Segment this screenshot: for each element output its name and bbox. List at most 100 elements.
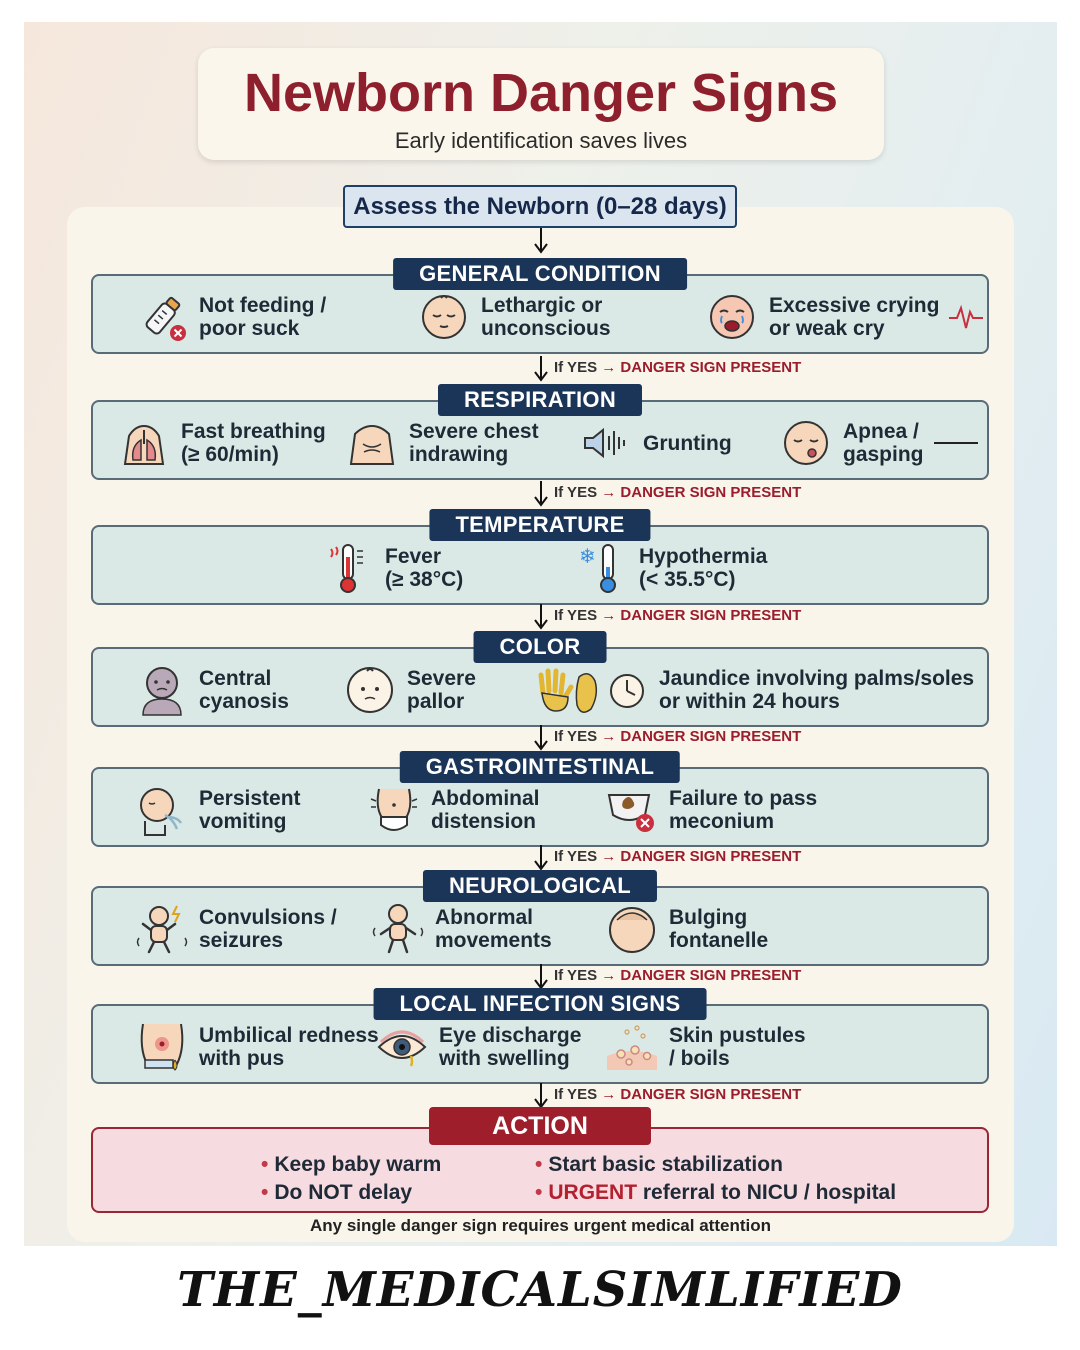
sign-item: Severe chest indrawing (345, 416, 539, 470)
sign-label: Fever (≥ 38°C) (385, 545, 464, 591)
infographic-poster: Newborn Danger Signs Early identificatio… (24, 22, 1057, 1246)
cold-thermometer-icon: ❄ (579, 544, 616, 593)
down-arrow-icon (531, 725, 551, 751)
sign-item: Apnea / gasping (779, 416, 982, 470)
action-header: ACTION (429, 1107, 651, 1145)
sign-item: Not feeding / poor suck (135, 290, 326, 344)
if-yes-label: If YES → DANGER SIGN PRESENT (554, 607, 802, 624)
bullet-dot-icon: • (261, 1153, 269, 1176)
bottle-icon (145, 296, 186, 341)
sign-label: Lethargic or unconscious (481, 294, 611, 340)
down-arrow-icon (531, 481, 551, 507)
sign-item: Eye discharge with swelling (375, 1020, 581, 1074)
sign-label: Convulsions / seizures (199, 906, 337, 952)
speaker-icon (584, 427, 625, 459)
sign-label: Umbilical redness with pus (199, 1024, 379, 1070)
bullet-dot-icon: • (535, 1181, 543, 1204)
sign-label: Excessive crying or weak cry (769, 294, 940, 340)
bullet-dot-icon: • (261, 1181, 269, 1204)
diaper-icon (607, 794, 654, 832)
sign-label: Skin pustules / boils (669, 1024, 806, 1070)
sign-item: Jaundice involving palms/soles or within… (537, 663, 974, 717)
sign-label: Central cyanosis (199, 667, 289, 713)
baby-head-icon (609, 907, 655, 953)
cyanotic-baby-icon (142, 667, 182, 716)
action-bullet: •Keep baby warm (261, 1153, 442, 1176)
title-card: Newborn Danger Signs Early identificatio… (198, 48, 884, 160)
sign-item: Abnormal movements (371, 902, 552, 956)
sign-item: Bulging fontanelle (605, 902, 768, 956)
page-subtitle: Early identification saves lives (394, 128, 688, 153)
brand-watermark: THE_MEDICALSIMLIFIED (177, 1262, 903, 1318)
section-header: GASTROINTESTINAL (399, 751, 681, 783)
seizure-baby-icon (136, 905, 188, 954)
section-header: TEMPERATURE (429, 509, 651, 541)
pale-baby-icon (347, 667, 393, 713)
sign-label: Severe pallor (407, 667, 476, 713)
section-header: NEUROLOGICAL (422, 870, 658, 902)
sign-label: Hypothermia (< 35.5°C) (639, 545, 768, 591)
vomiting-baby-icon (140, 788, 183, 836)
action-bullet: •Do NOT delay (261, 1181, 413, 1204)
if-yes-label: If YES → DANGER SIGN PRESENT (554, 484, 802, 501)
flat-line-icon (933, 442, 978, 444)
heartbeat-icon (949, 304, 984, 329)
sign-item: Grunting (579, 416, 732, 470)
footer-note: Any single danger sign requires urgent m… (310, 1216, 771, 1235)
sign-label: Eye discharge with swelling (439, 1024, 582, 1070)
sign-label: Severe chest indrawing (409, 420, 539, 466)
sign-item: ❄ Hypothermia (< 35.5°C) (575, 541, 767, 595)
down-arrow-icon (531, 604, 551, 630)
hand-foot-clock-icon (538, 668, 644, 713)
sign-label: Abnormal movements (435, 906, 552, 952)
section-header: LOCAL INFECTION SIGNS (373, 988, 707, 1020)
sign-item: Lethargic or unconscious (417, 290, 611, 344)
section-header: RESPIRATION (437, 384, 643, 416)
hot-thermometer-icon (330, 544, 363, 593)
section-header: GENERAL CONDITION (393, 258, 687, 290)
umbilicus-icon (140, 1023, 184, 1071)
down-arrow-icon (531, 356, 551, 382)
sign-item: Excessive crying or weak cry (705, 290, 985, 344)
sign-label: Bulging fontanelle (669, 906, 769, 952)
section-header: COLOR (473, 631, 607, 663)
assess-box: Assess the Newborn (0–28 days) (343, 185, 737, 228)
action-box: •Keep baby warm •Do NOT delay •Start bas… (91, 1127, 989, 1213)
eye-icon (377, 1030, 427, 1067)
sign-item: Skin pustules / boils (605, 1020, 806, 1074)
bullet-dot-icon: • (535, 1153, 543, 1176)
sign-label: Apnea / gasping (843, 420, 924, 466)
sign-label: Jaundice involving palms/soles or within… (659, 667, 975, 713)
down-arrow-icon (531, 964, 551, 990)
sign-item: Abdominal distension (367, 783, 540, 837)
gasping-baby-icon (784, 421, 828, 465)
sign-label: Fast breathing (≥ 60/min) (181, 420, 326, 466)
action-bullet: •Start basic stabilization (535, 1153, 783, 1176)
down-arrow-icon (531, 845, 551, 871)
sign-item: Persistent vomiting (135, 783, 301, 837)
if-yes-label: If YES → DANGER SIGN PRESENT (554, 1086, 802, 1103)
section-local-infection: Umbilical redness with pus Eye discharge… (91, 1004, 989, 1084)
svg-text:❄: ❄ (579, 544, 596, 568)
sign-item: Fever (≥ 38°C) (321, 541, 463, 595)
sign-item: Convulsions / seizures (135, 902, 337, 956)
section-neurological: Convulsions / seizures Abnormal movement… (91, 886, 989, 966)
chest-icon (349, 424, 395, 465)
sign-label: Failure to pass meconium (669, 787, 818, 833)
skin-icon (607, 1025, 657, 1070)
if-yes-label: If YES → DANGER SIGN PRESENT (554, 728, 802, 745)
sign-label: Grunting (643, 431, 732, 455)
down-arrow-icon (531, 1083, 551, 1109)
sign-label: Abdominal distension (431, 787, 540, 833)
sleepy-baby-icon (422, 295, 466, 339)
sign-label: Not feeding / poor suck (199, 294, 327, 340)
page-title: Newborn Danger Signs (243, 63, 839, 123)
sign-item: Central cyanosis (135, 663, 289, 717)
action-bullet: •URGENT referral to NICU / hospital (535, 1181, 897, 1204)
sign-item: Fast breathing (≥ 60/min) (117, 416, 326, 470)
if-yes-label: If YES → DANGER SIGN PRESENT (554, 359, 802, 376)
sign-item: Umbilical redness with pus (135, 1020, 379, 1074)
sign-item: Failure to pass meconium (605, 783, 817, 837)
crying-baby-icon (710, 295, 754, 339)
if-yes-label: If YES → DANGER SIGN PRESENT (554, 967, 802, 984)
